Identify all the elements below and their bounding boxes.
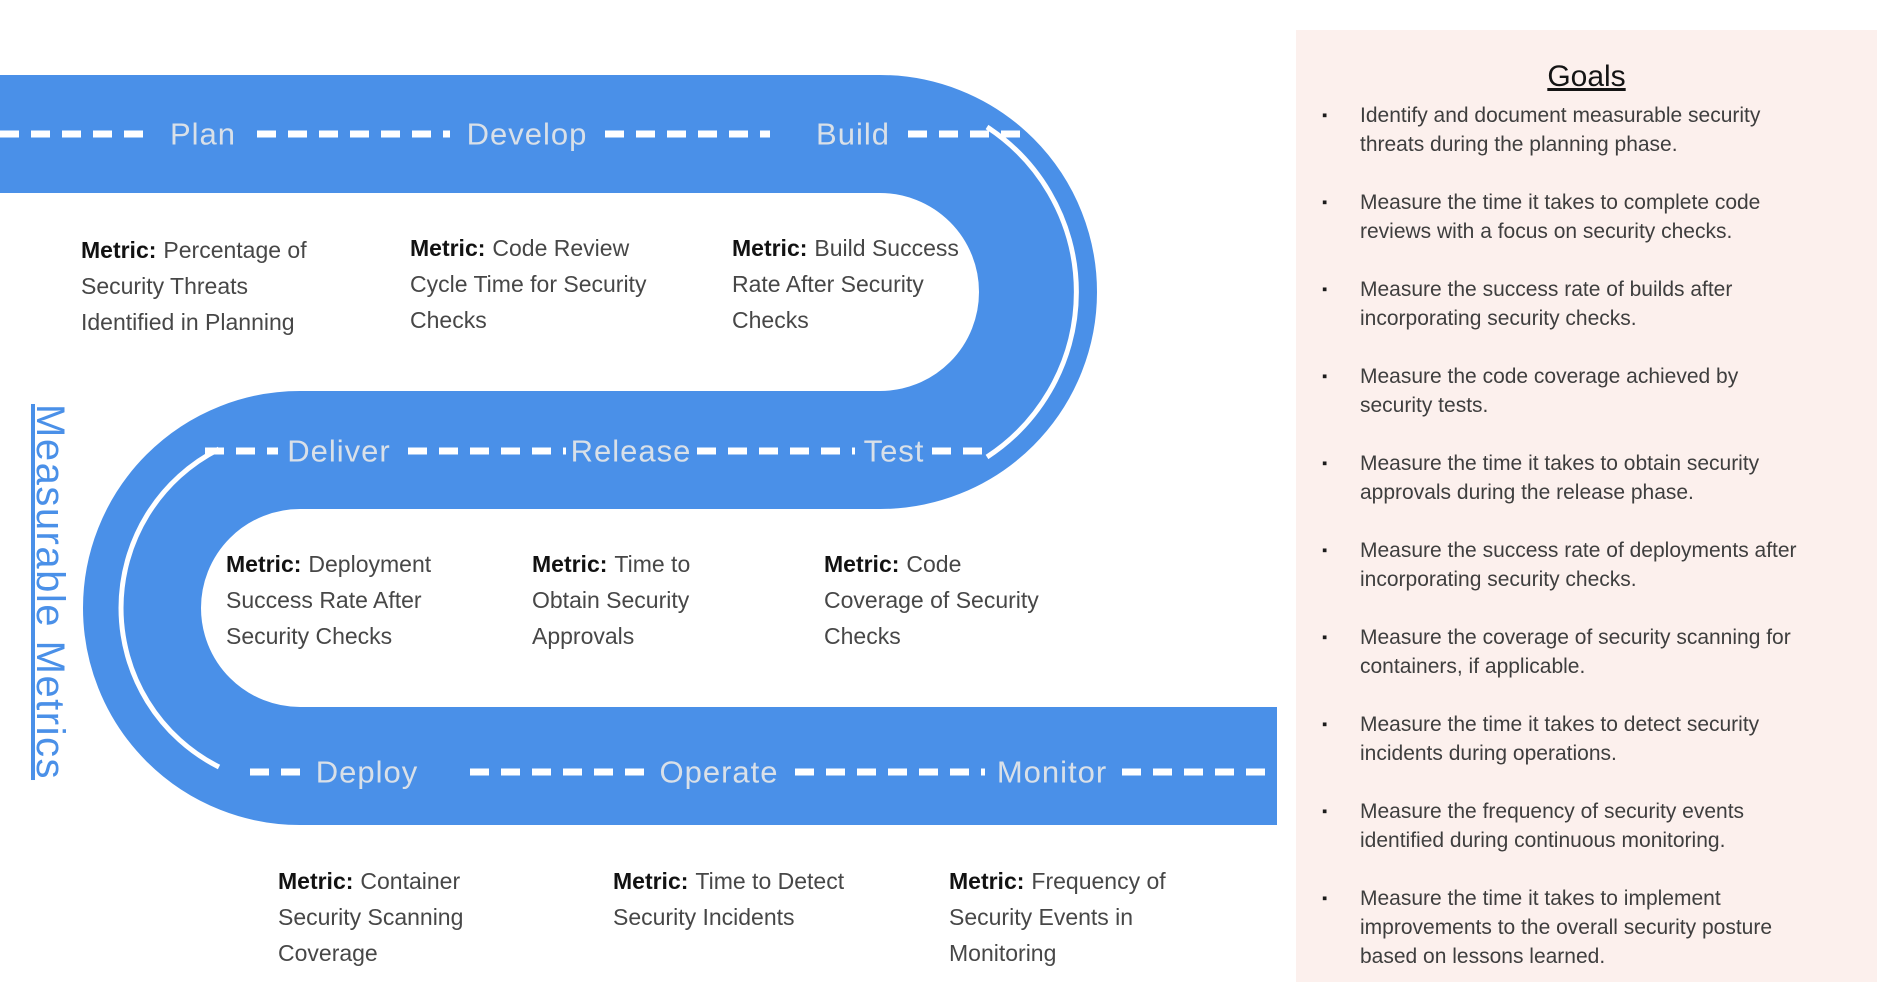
bullet-icon: ▪ (1322, 716, 1328, 733)
goal-item-8: ▪ Measure the time it takes to detect se… (1310, 710, 1870, 768)
goal-item-1: ▪ Identify and document measurable secur… (1310, 101, 1870, 159)
bullet-icon: ▪ (1322, 281, 1328, 298)
phase-label-deploy: Deploy (316, 755, 419, 790)
bullet-icon: ▪ (1322, 803, 1328, 820)
metric-operate: Metric:Time to Detect Security Incidents (613, 868, 845, 930)
goal-item-7: ▪ Measure the coverage of security scann… (1310, 623, 1870, 681)
bullet-icon: ▪ (1322, 629, 1328, 646)
bullet-icon: ▪ (1322, 194, 1328, 211)
phase-label-monitor: Monitor (997, 755, 1107, 790)
road-path (0, 75, 1277, 825)
bullet-icon: ▪ (1322, 890, 1328, 907)
goal-item-2: ▪ Measure the time it takes to complete … (1310, 188, 1870, 246)
metric-monitor: Metric:Frequency of Security Events in M… (949, 868, 1166, 966)
goals-panel: Goals ▪ Identify and document measurable… (1296, 30, 1877, 982)
phase-label-release: Release (571, 434, 692, 469)
bullet-icon: ▪ (1322, 542, 1328, 559)
goal-item-3: ▪ Measure the success rate of builds aft… (1310, 275, 1870, 333)
metric-deliver: Metric:Deployment Success Rate After Sec… (226, 551, 432, 649)
phase-label-operate: Operate (659, 755, 778, 790)
bullet-icon: ▪ (1322, 368, 1328, 385)
metric-develop: Metric:Code Review Cycle Time for Securi… (410, 235, 647, 333)
metric-build: Metric:Build Success Rate After Security… (732, 235, 959, 333)
curve-marking-left (118, 446, 221, 770)
curve-marking-right (985, 124, 1079, 460)
metric-deploy: Metric:Container Security Scanning Cover… (278, 868, 464, 966)
phase-label-plan: Plan (170, 117, 236, 152)
goal-item-10: ▪ Measure the time it takes to implement… (1310, 884, 1870, 971)
bullet-icon: ▪ (1322, 107, 1328, 124)
bullet-icon: ▪ (1322, 455, 1328, 472)
phase-label-build: Build (816, 117, 890, 152)
diagram-title: Measurable Metrics (28, 404, 72, 781)
goal-item-5: ▪ Measure the time it takes to obtain se… (1310, 449, 1870, 507)
goals-title: Goals (1547, 60, 1626, 93)
goal-item-6: ▪ Measure the success rate of deployment… (1310, 536, 1870, 594)
metric-plan: Metric:Percentage of Security Threats Id… (81, 237, 307, 335)
phase-label-test: Test (864, 434, 925, 469)
goals-list: ▪ Identify and document measurable secur… (1310, 101, 1870, 982)
goal-item-9: ▪ Measure the frequency of security even… (1310, 797, 1870, 855)
metric-test: Metric:Code Coverage of Security Checks (824, 551, 1039, 649)
phase-label-develop: Develop (467, 117, 588, 152)
metric-release: Metric:Time to Obtain Security Approvals (532, 551, 691, 649)
phase-label-deliver: Deliver (287, 434, 390, 469)
